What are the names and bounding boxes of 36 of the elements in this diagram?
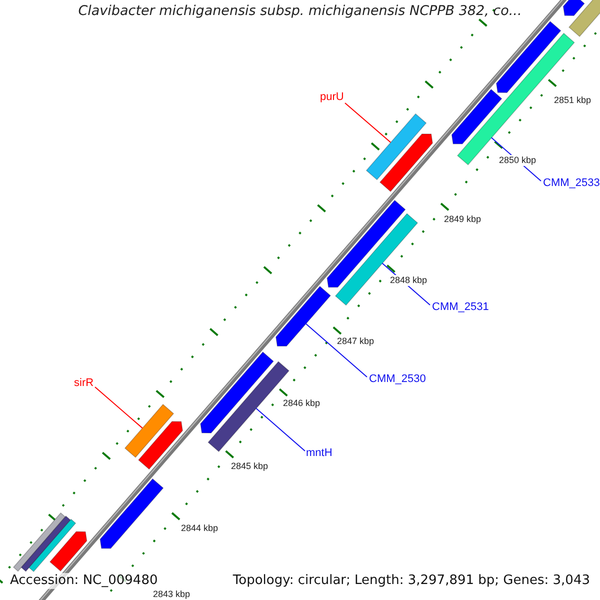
scale-label: 2850 kbp [498, 155, 538, 166]
gene-label: purU [320, 90, 344, 104]
scale-label: 2848 kbp [389, 275, 428, 286]
gene-label: mntH [306, 446, 332, 460]
gene-bar [138, 421, 183, 470]
gene-bar [568, 0, 600, 38]
scale-label: 2851 kbp [553, 95, 592, 106]
gene-bar [124, 404, 174, 458]
diagram-title: Clavibacter michiganensis subsp. michiganensis NCPPB 382, co... [78, 3, 522, 19]
gene-bar [562, 0, 585, 16]
scale-label: 2843 kbp [152, 589, 192, 600]
scale-label: 2847 kbp [336, 336, 376, 347]
footer-text: Accession: NC_009480 [10, 573, 158, 589]
gene-bar [379, 134, 433, 192]
gene-bar [276, 286, 332, 347]
gene-label: CMM_2533 [543, 176, 600, 190]
gene-label: CMM_2530 [369, 372, 426, 386]
scale-label: 2846 kbp [282, 398, 322, 409]
leader-line [305, 323, 368, 378]
gene-label: CMM_2531 [432, 300, 489, 314]
gene-bar [49, 531, 88, 572]
gene-label: sirR [74, 376, 94, 390]
scale-label: 2845 kbp [230, 461, 270, 472]
gene-bar [456, 32, 575, 166]
gene-bar [496, 20, 562, 93]
gene-bar [28, 518, 76, 572]
gene-bar [366, 113, 427, 180]
gene-bar [100, 478, 164, 549]
footer-text: Topology: circular; Length: 3,297,891 bp; Genes: 3,043 [232, 573, 590, 589]
gene-bar [200, 352, 274, 434]
scale-label: 2844 kbp [180, 523, 220, 534]
gene-bar [451, 88, 502, 144]
leader-line [256, 408, 306, 452]
scale-label: 2849 kbp [443, 214, 482, 225]
leader-line [94, 386, 143, 429]
leader-line [344, 102, 392, 143]
